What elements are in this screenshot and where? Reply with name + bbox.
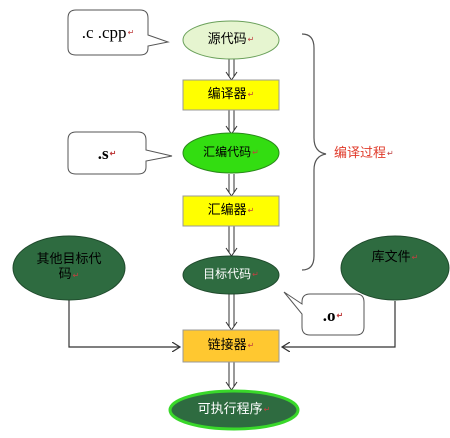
node-source-label: 源代码↵ [207,31,255,47]
node-compiler-shape [182,79,280,111]
node-other-object-label: 其他目标代 码↵ [36,252,102,282]
node-asm-shape [182,132,280,174]
node-source-shape [182,20,280,60]
node-assembler-label: 汇编器↵ [207,202,255,218]
connector-other-object [68,300,180,347]
callout-object-ext [283,291,365,336]
callout-object-ext-label: .o↵ [322,306,344,326]
callout-source-ext-label: .c .cpp↵ [81,23,135,43]
connector-library [282,301,396,347]
node-linker-shape [182,329,280,363]
compile-process-label: 编译过程↵ [334,145,394,161]
node-asm-label: 汇编代码↵ [203,145,259,160]
node-library-shape [340,235,450,301]
node-linker-label: 链接器↵ [207,337,255,353]
node-object-label: 目标代码↵ [203,267,259,282]
node-executable-label: 可执行程序↵ [197,401,271,417]
node-assembler-shape [182,195,280,227]
node-other-object-shape [12,235,126,301]
callout-asm-ext-label: .s↵ [97,144,117,164]
callout-asm-ext [67,131,173,175]
callout-source-ext [67,9,170,56]
compile-process-brace [301,33,327,271]
node-executable-shape [168,389,300,431]
node-library-label: 库文件↵ [371,249,419,265]
node-compiler-label: 编译器↵ [207,86,255,102]
node-object-shape [182,255,280,295]
